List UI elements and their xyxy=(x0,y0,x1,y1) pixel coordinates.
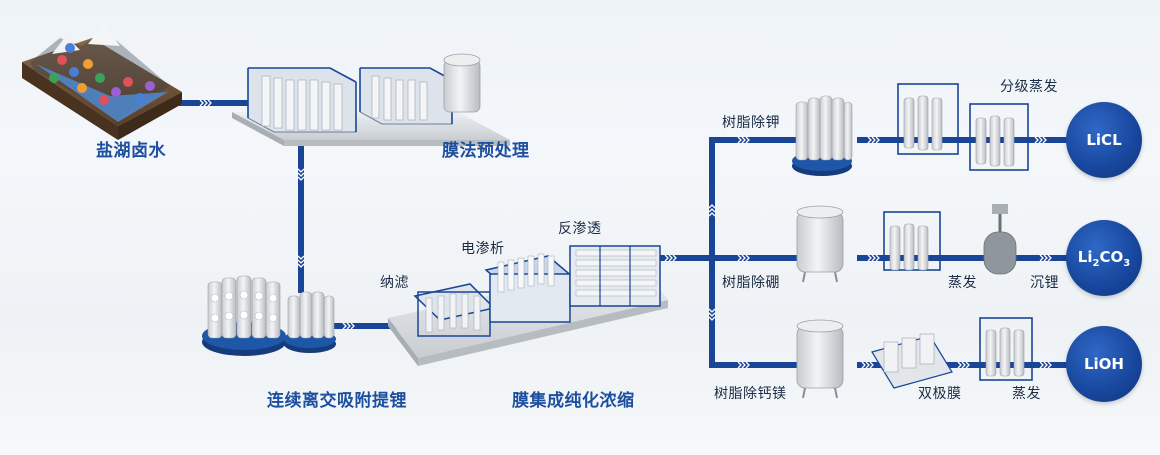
reverse-osmosis-unit xyxy=(569,245,661,307)
label-reverse-osmosis: 反渗透 xyxy=(558,221,602,237)
label-evaporation: 蒸发 xyxy=(948,275,977,291)
label-membrane-concentration: 膜集成纯化浓缩 xyxy=(512,391,635,411)
evaporator-li2co3 xyxy=(883,211,941,271)
label-brine: 盐湖卤水 xyxy=(96,141,166,161)
electrodialysis-unit xyxy=(484,253,576,323)
evaporator-lioh xyxy=(979,317,1033,381)
ion-bubbles xyxy=(49,43,155,105)
product-lioh-text: LiOH xyxy=(1083,355,1124,373)
product-licl: LiCL xyxy=(1066,102,1142,178)
label-ion-exchange: 连续离交吸附提锂 xyxy=(267,391,407,411)
resin-camg-removal-tank xyxy=(796,319,844,399)
label-electrodialysis: 电渗析 xyxy=(461,241,505,257)
graded-evaporator xyxy=(897,83,1029,171)
label-resin-camg: 树脂除钙镁 xyxy=(714,386,787,402)
product-licl-text: LiCL xyxy=(1086,131,1122,149)
resin-k-removal-unit xyxy=(792,95,853,176)
product-li2co3-text: Li2CO3 xyxy=(1077,247,1131,269)
label-precipitation: 沉锂 xyxy=(1030,275,1059,291)
label-graded-evaporation: 分级蒸发 xyxy=(1000,79,1058,95)
label-nanofiltration: 纳滤 xyxy=(380,275,409,291)
bipolar-membrane-unit xyxy=(871,333,953,389)
label-bipolar-membrane: 双极膜 xyxy=(918,386,962,402)
salt-lake-brine-illustration xyxy=(22,24,182,140)
label-resin-b: 树脂除硼 xyxy=(722,275,780,291)
label-resin-k: 树脂除钾 xyxy=(722,115,780,131)
precipitation-reactor xyxy=(983,204,1017,275)
product-lioh: LiOH xyxy=(1066,326,1142,402)
membrane-concentration-equipment xyxy=(388,245,668,366)
product-li2co3: Li2CO3 xyxy=(1066,220,1142,296)
membrane-pretreatment-equipment xyxy=(232,53,510,146)
ion-exchange-carousel xyxy=(202,275,336,356)
label-evaporation-lioh: 蒸发 xyxy=(1012,386,1041,402)
label-membrane-pretreatment: 膜法预处理 xyxy=(442,141,530,161)
resin-b-removal-tank xyxy=(796,205,844,283)
